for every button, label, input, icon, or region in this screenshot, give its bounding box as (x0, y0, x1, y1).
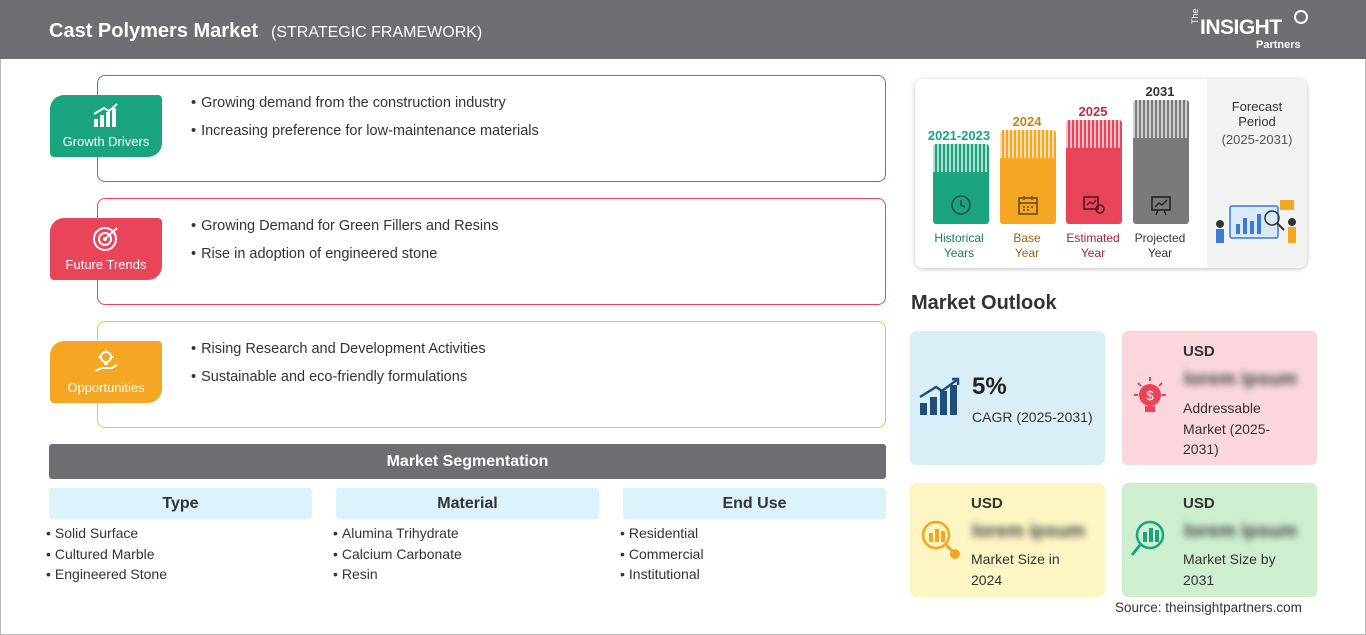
list-item: Resin (333, 566, 462, 587)
list-item: Sustainable and eco-friendly formulation… (191, 369, 486, 397)
cagr-tile (910, 331, 1105, 465)
lightbulb-hand-icon (94, 349, 118, 372)
target-icon (93, 227, 118, 251)
label-estimated: Estimated Year (1066, 231, 1120, 260)
list-item: Alumina Trihydrate (333, 525, 462, 546)
page-subtitle: (STRATEGIC FRAMEWORK) (271, 24, 483, 41)
forecast-title: Forecast Period (1231, 99, 1283, 129)
estimate-icon (1083, 196, 1105, 214)
list-item: Commercial (620, 546, 704, 567)
growth-arrow-icon (919, 377, 960, 415)
future-trends-badge: Future Trends (50, 218, 162, 280)
addressable-value: lorem ipsum (1184, 369, 1297, 390)
opportunities-list: Rising Research and Development Activiti… (191, 341, 486, 397)
market-size-search-icon (921, 520, 960, 559)
size-2024-value: lorem ipsum (972, 521, 1085, 542)
forecast-range: (2025-2031) (1221, 132, 1293, 147)
cagr-label: CAGR (2025-2031) (972, 409, 1093, 425)
opportunities-label: Opportunities (67, 380, 145, 395)
growth-drivers-list: Growing demand from the construction ind… (191, 95, 539, 151)
growth-drivers-card: Growing demand from the construction ind… (97, 75, 886, 182)
list-item: Residential (620, 525, 704, 546)
list-item: Calcium Carbonate (333, 546, 462, 567)
projection-icon (1151, 196, 1171, 216)
market-size-2024-tile: USD lorem ipsum Market Size in 2024 (910, 483, 1105, 597)
bar-estimated (1066, 120, 1122, 224)
label-historical: Historical Years (934, 231, 984, 260)
future-trends-label: Future Trends (65, 257, 147, 272)
market-size-forecast-icon (1130, 520, 1165, 556)
calendar-icon (1018, 196, 1038, 215)
list-item: Institutional (620, 566, 704, 587)
future-trends-card: Growing Demand for Green Fillers and Res… (97, 198, 886, 305)
segment-list-type: Solid Surface Cultured Marble Engineered… (46, 525, 167, 587)
growth-drivers-badge: Growth Drivers (50, 95, 162, 157)
history-icon (951, 195, 971, 215)
market-outlook-title: Market Outlook (911, 292, 1057, 314)
segmentation-title: Market Segmentation (49, 444, 886, 479)
segment-heading-end-use: End Use (623, 488, 886, 519)
size-2024-label: Market Size in 2024 (971, 551, 1060, 588)
label-projected: Projected Year (1134, 231, 1186, 260)
bar-historical (933, 144, 989, 224)
year-projected: 2031 (1145, 84, 1175, 99)
list-item: Increasing preference for low-maintenanc… (191, 123, 539, 151)
year-base: 2024 (1012, 114, 1042, 129)
segment-list-material: Alumina Trihydrate Calcium Carbonate Res… (333, 525, 462, 587)
segment-list-end-use: Residential Commercial Institutional (620, 525, 704, 587)
cagr-value: 5% (972, 373, 1007, 400)
page-title: Cast Polymers Market (49, 20, 258, 42)
list-item: Rising Research and Development Activiti… (191, 341, 486, 369)
year-historical: 2021-2023 (927, 128, 991, 143)
list-item: Growing Demand for Green Fillers and Res… (191, 218, 498, 246)
list-item: Growing demand from the construction ind… (191, 95, 539, 123)
addressable-label: Addressable Market (2025- 2031) (1183, 400, 1271, 457)
size-2031-value: lorem ipsum (1184, 521, 1297, 542)
size-2024-currency: USD (971, 495, 1003, 512)
analytics-people-icon (1216, 200, 1296, 243)
opportunities-card: Rising Research and Development Activiti… (97, 321, 886, 428)
list-item: Engineered Stone (46, 566, 167, 587)
segment-heading-type: Type (49, 488, 312, 519)
bar-base (1000, 130, 1056, 224)
insight-partners-logo[interactable]: The INSIGHT Partners (1190, 8, 1310, 54)
addressable-market-tile: $ USD lorem ipsum Addressable Market (20… (1122, 331, 1317, 465)
svg-text:$: $ (1146, 388, 1154, 403)
segment-heading-material: Material (336, 488, 599, 519)
label-base: Base Year (1013, 231, 1041, 260)
addressable-currency: USD (1183, 343, 1215, 360)
size-2031-label: Market Size by 2031 (1183, 551, 1276, 588)
growth-chart-icon (93, 103, 118, 127)
source-note: Source: theinsightpartners.com (1115, 600, 1302, 615)
opportunities-badge: Opportunities (50, 341, 162, 403)
size-2031-currency: USD (1183, 495, 1215, 512)
market-size-2031-tile: USD lorem ipsum Market Size by 2031 (1122, 483, 1317, 597)
lightbulb-dollar-icon: $ (1134, 377, 1166, 412)
bar-projected (1133, 100, 1189, 224)
list-item: Cultured Marble (46, 546, 167, 567)
growth-drivers-label: Growth Drivers (62, 134, 150, 149)
list-item: Solid Surface (46, 525, 167, 546)
header-bar: Cast Polymers Market (STRATEGIC FRAMEWOR… (0, 0, 1366, 59)
list-item: Rise in adoption of engineered stone (191, 246, 498, 274)
year-estimated: 2025 (1078, 104, 1108, 119)
future-trends-list: Growing Demand for Green Fillers and Res… (191, 218, 498, 274)
